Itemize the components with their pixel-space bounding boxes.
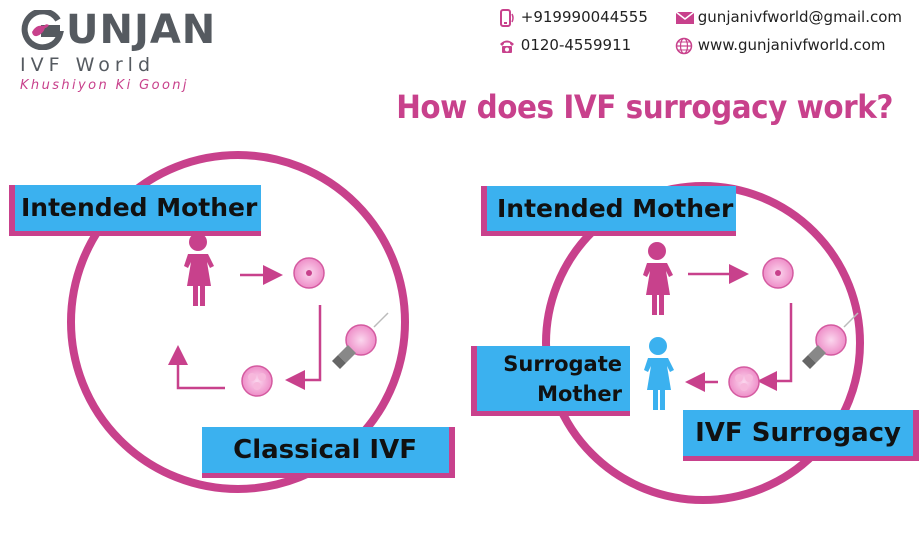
email-icon	[675, 9, 695, 27]
embryo-icon-right	[728, 366, 760, 398]
mobile-phone-icon	[498, 8, 516, 27]
logo-tagline: Khushiyon Ki Goonj	[20, 78, 189, 93]
intended-mother-icon	[184, 233, 214, 306]
ivf-surrogacy-label: IVF Surrogacy	[683, 410, 919, 461]
right-intended-mother-label: Intended Mother	[481, 186, 736, 236]
mobile-number[interactable]: +919990044555	[520, 8, 648, 26]
phone-number[interactable]: 0120-4559911	[520, 36, 632, 54]
logo-wordmark: UNJAN	[66, 7, 217, 53]
logo-subtitle: IVF World	[20, 54, 156, 76]
website-url[interactable]: www.gunjanivfworld.com	[697, 36, 886, 54]
website-contact: www.gunjanivfworld.com	[675, 35, 886, 55]
surrogate-mother-label: Surrogate Mother	[471, 346, 630, 416]
left-intended-mother-label: Intended Mother	[9, 185, 261, 236]
globe-icon	[675, 37, 693, 55]
surrogate-mother-label-line1: Surrogate	[503, 352, 622, 376]
surrogate-mother-label-line2: Mother	[537, 382, 622, 406]
injection-fertilization-icon-right	[802, 312, 859, 369]
intended-mother-icon-right	[643, 242, 673, 315]
classical-ivf-label: Classical IVF	[202, 427, 455, 478]
email-address[interactable]: gunjanivfworld@gmail.com	[697, 8, 903, 26]
gunjan-logo-icon	[20, 8, 64, 51]
logo: UNJAN	[20, 6, 216, 54]
headline: How does IVF surrogacy work?	[396, 88, 893, 126]
telephone-icon	[498, 37, 516, 55]
injection-fertilization-icon	[332, 312, 389, 369]
email-contact: gunjanivfworld@gmail.com	[675, 7, 902, 27]
egg-cell-icon	[293, 257, 325, 289]
egg-cell-icon-right	[762, 257, 794, 289]
embryo-icon	[241, 365, 273, 397]
mobile-contact: +919990044555	[498, 7, 648, 27]
phone-contact: 0120-4559911	[498, 35, 631, 55]
surrogate-mother-icon	[644, 337, 674, 410]
left-circle	[67, 151, 409, 493]
